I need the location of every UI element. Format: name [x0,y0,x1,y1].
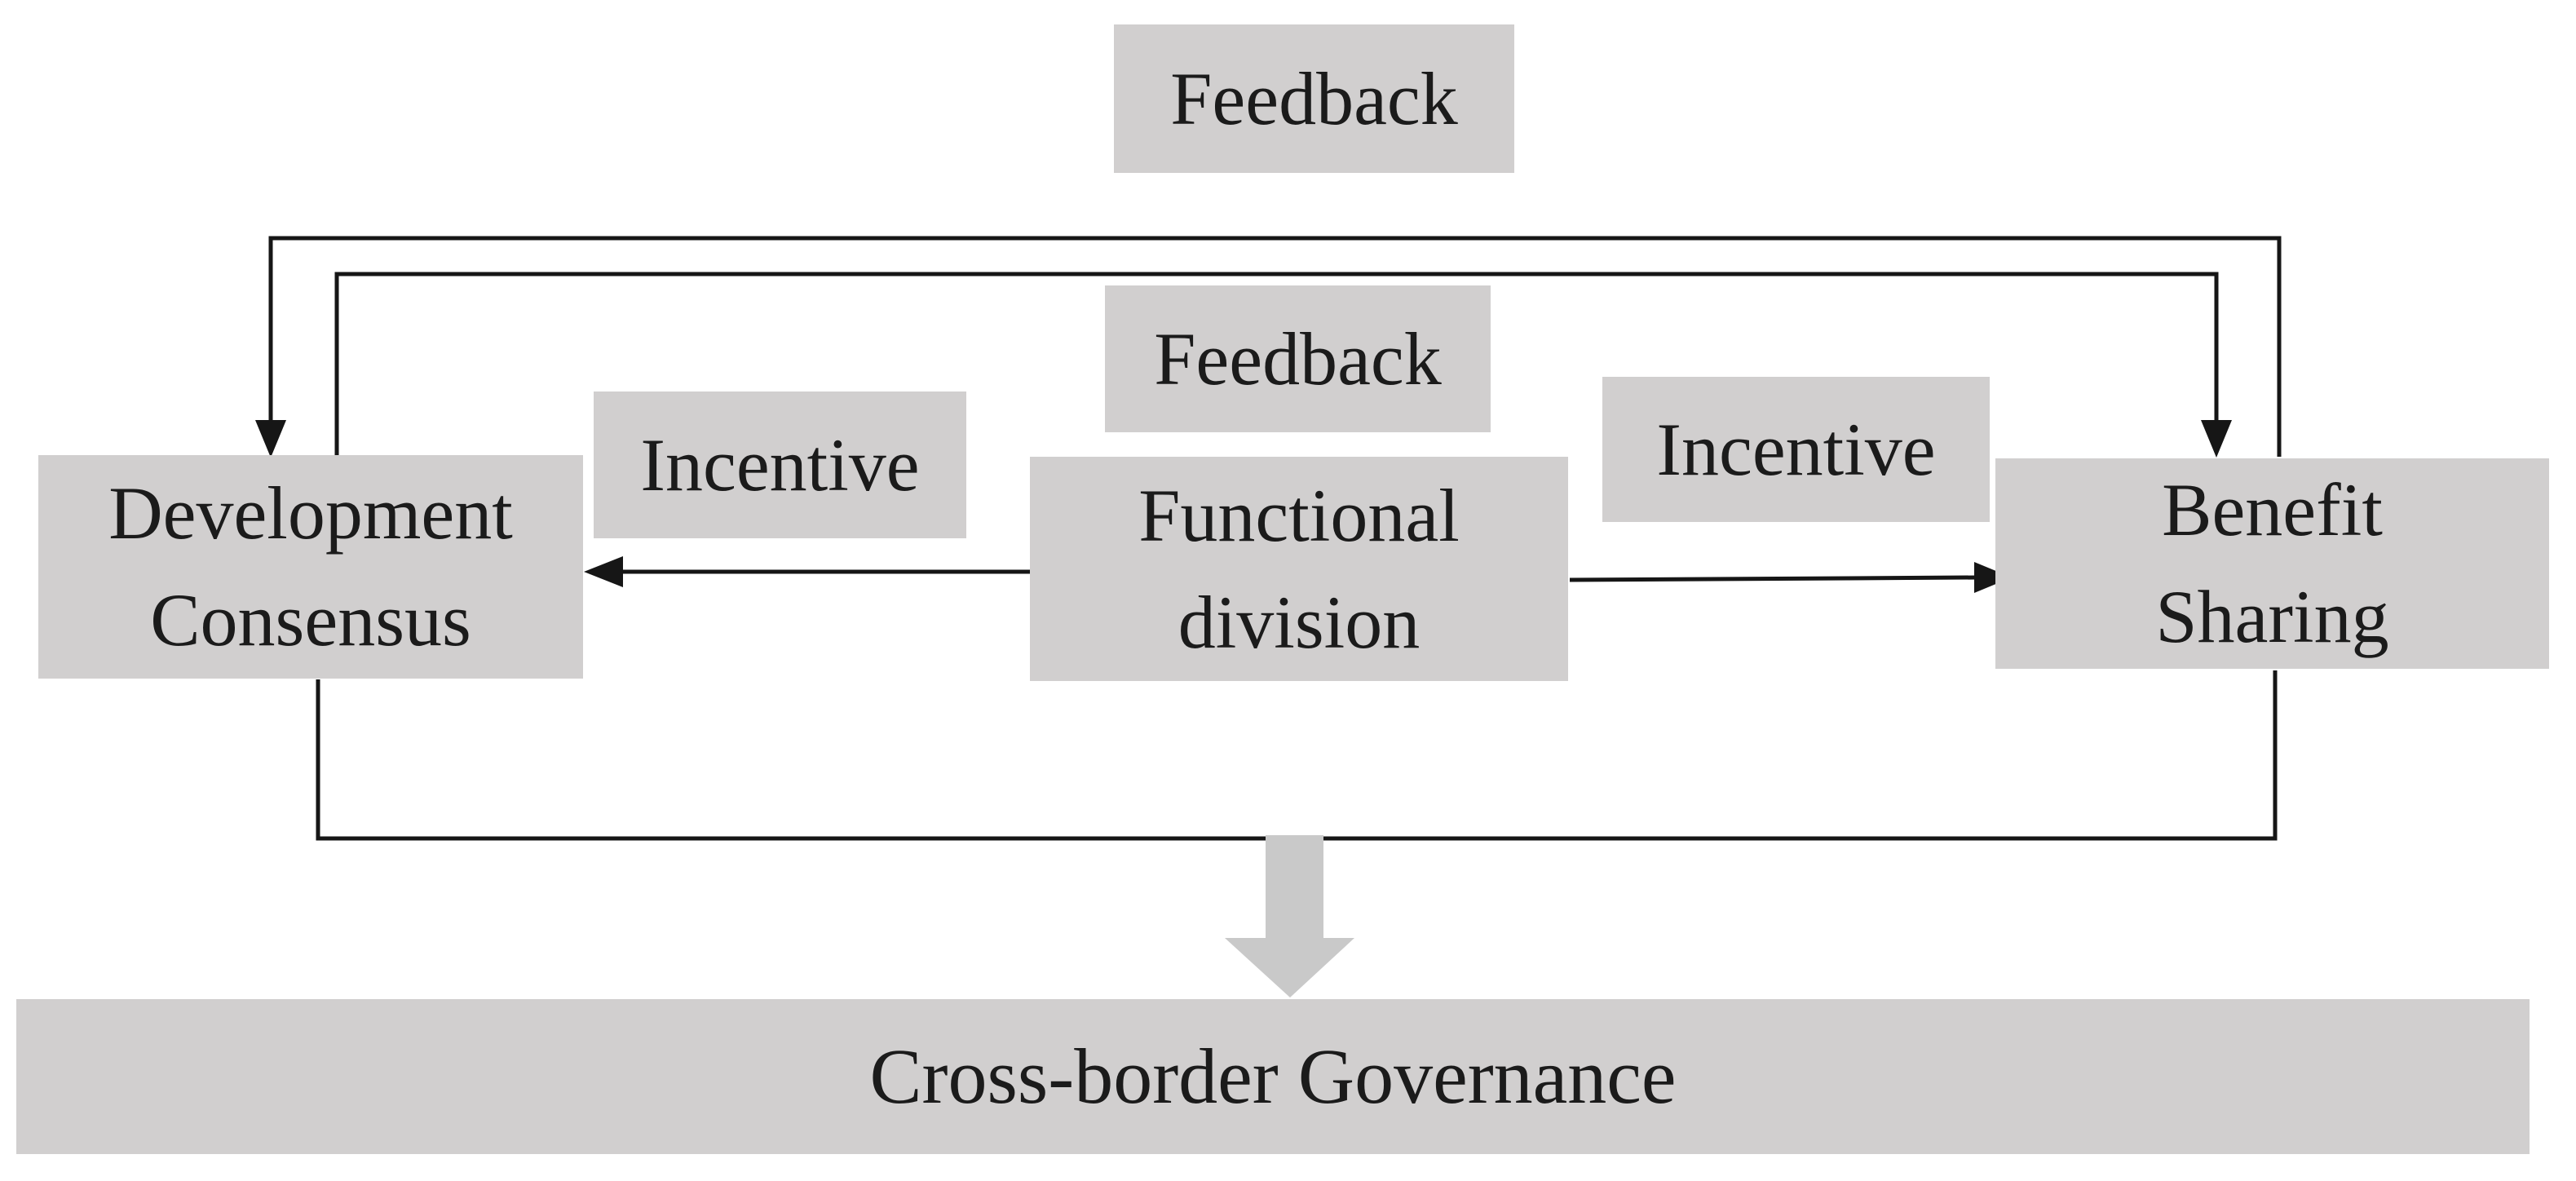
node-label: Incentive [640,422,920,506]
node-label-line2: Sharing [2155,575,2389,658]
incentive-arrow-right [1569,575,1977,582]
node-label: Cross-border Governance [869,1032,1677,1120]
node-label-line1: Development [108,471,513,555]
node-feedback-mid: Feedback [1105,285,1491,432]
bottom-connector [316,670,2278,841]
node-development-consensus: Development Consensus [38,455,583,679]
node-functional-division: Functional division [1030,457,1568,681]
node-label: Incentive [1656,407,1936,491]
outer-feedback-arrowhead-icon [255,420,286,458]
inner-feedback-arrowhead-icon [2201,420,2232,458]
big-down-arrow-icon [1225,835,1354,997]
node-label-line1: Functional [1138,473,1460,557]
node-label-line2: division [1178,580,1421,664]
node-incentive-right: Incentive [1602,377,1990,522]
node-feedback-top: Feedback [1114,24,1514,173]
node-label-line1: Benefit [2162,468,2383,552]
node-label: Feedback [1154,316,1442,400]
node-label: Feedback [1170,56,1458,140]
node-label-line2: Consensus [150,578,471,661]
node-cross-border-governance: Cross-border Governance [16,999,2530,1154]
node-benefit-sharing: Benefit Sharing [1995,458,2549,669]
incentive-arrowhead-left-icon [584,556,623,587]
node-incentive-left: Incentive [594,391,966,538]
